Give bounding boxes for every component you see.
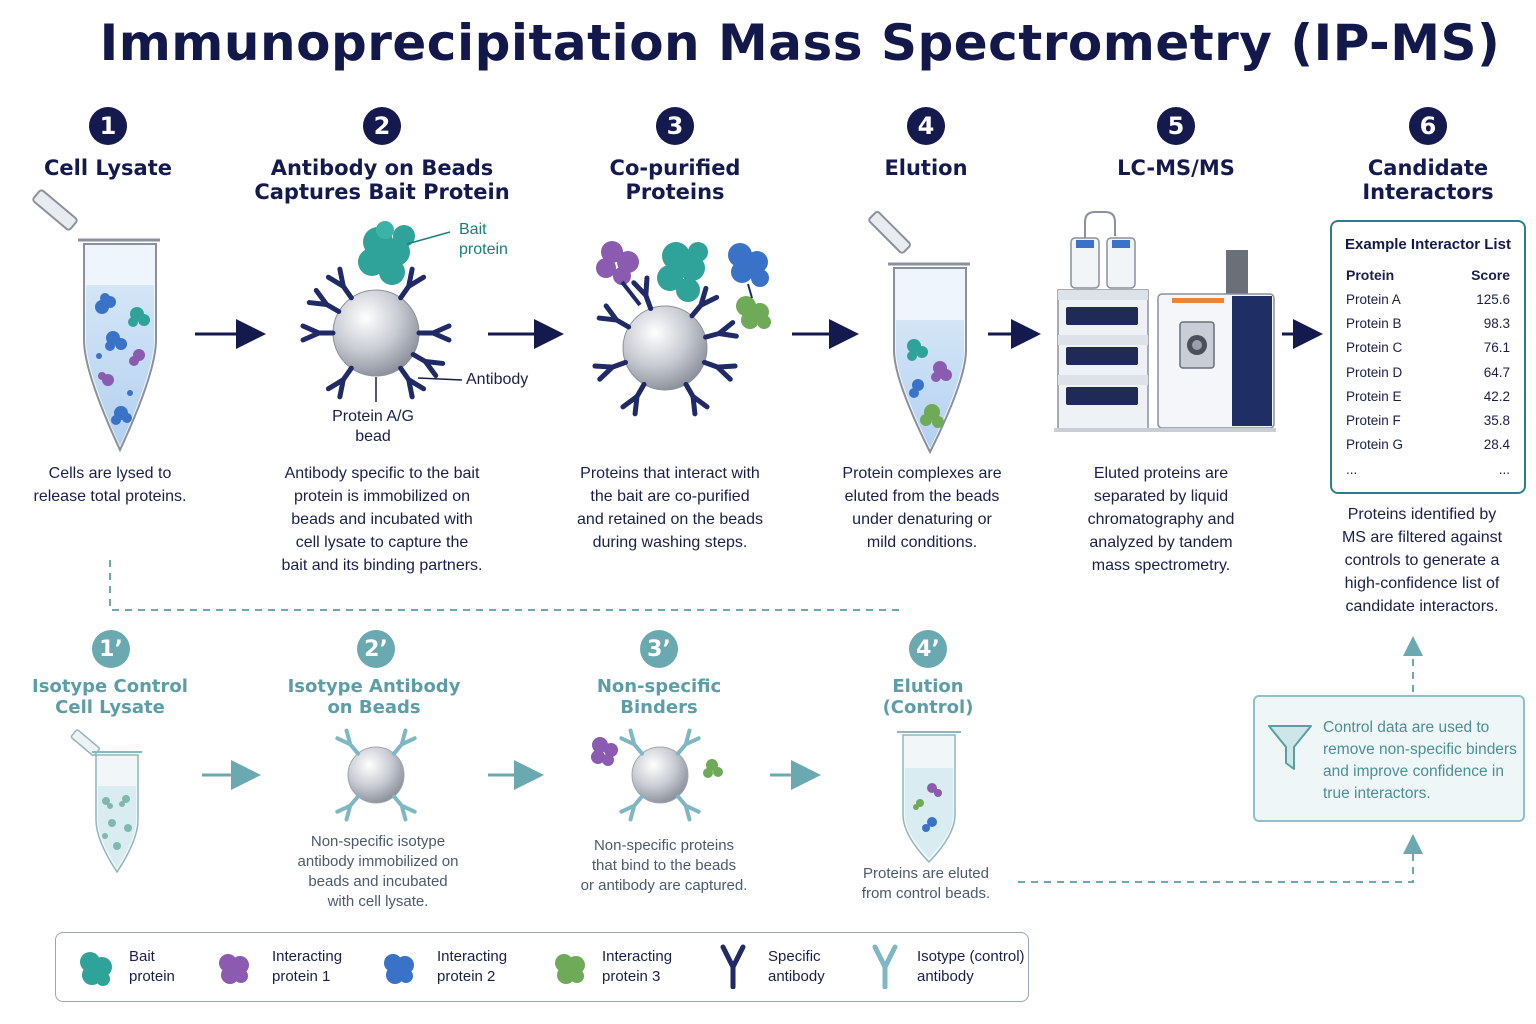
funnel-icon: [1268, 725, 1312, 770]
step-3-description: Proteins that interact with the bait are…: [577, 465, 763, 551]
step-4-description: Protein complexes are eluted from the be…: [842, 465, 1002, 551]
step-1-number: 1: [89, 107, 127, 145]
control-3-description: Non-specific proteins that bind to the b…: [580, 837, 748, 894]
bait-protein-label: Bait protein: [459, 221, 508, 258]
step-5-title: LC-MS/MS: [1117, 156, 1235, 180]
step-5-description: Eluted proteins are separated by liquid …: [1087, 465, 1235, 574]
step-6-title: Candidate Interactors: [1362, 156, 1494, 204]
step-3-number: 3: [656, 107, 694, 145]
control-4-number: 4’: [909, 630, 947, 668]
bead-label: Protein A/G bead: [332, 408, 414, 445]
isotype-bead: [335, 728, 417, 822]
step-4-number: 4: [907, 107, 945, 145]
control-note-text: Control data are used to remove non-spec…: [1323, 719, 1517, 802]
step-6-description: Proteins identified by MS are filtered a…: [1341, 506, 1503, 615]
lc-ms-instrument: [1054, 211, 1276, 432]
bait-protein-icon: [80, 952, 112, 986]
control-3-number: 3’: [640, 630, 678, 668]
control-2-number: 2’: [357, 630, 395, 668]
elution-tube: [868, 211, 970, 455]
step-1-description: Cells are lysed to release total protein…: [33, 465, 187, 505]
control-4-description: Proteins are eluted from control beads.: [861, 865, 991, 902]
interacting-protein-3: [736, 296, 771, 329]
control-2-title: Isotype Antibody on Beads: [287, 676, 461, 718]
control-1-number: 1’: [92, 630, 130, 668]
step-4-title: Elution: [884, 156, 968, 180]
page-title: Immunoprecipitation Mass Spectrometry (I…: [99, 14, 1501, 72]
legend-isotype-antibody: Isotype (control)antibody: [917, 948, 1025, 985]
control-2-description: Non-specific isotype antibody immobilize…: [297, 833, 459, 910]
table-row: ......: [1346, 461, 1510, 477]
score-column-header: Score: [1471, 267, 1510, 283]
bait-protein-cluster: [358, 221, 415, 285]
control-1-title: Isotype Control Cell Lysate: [32, 676, 188, 718]
bait-protein-cluster: [657, 242, 708, 302]
purple-protein-icon: [219, 954, 249, 984]
step-2-title: Antibody on Beads Captures Bait Protein: [254, 156, 510, 204]
bait-capture-bead: [303, 221, 463, 402]
protein-column-header: Protein: [1346, 267, 1395, 283]
step-6-number: 6: [1409, 107, 1447, 145]
control-3-title: Non-specific Binders: [596, 676, 722, 718]
control-note-box: Control data are used to remove non-spec…: [1253, 695, 1525, 822]
interactor-list-title: Example Interactor List: [1345, 236, 1511, 253]
step-1-title: Cell Lysate: [44, 156, 172, 180]
nonspecific-bead: [591, 728, 723, 822]
isotype-antibody-icon: [872, 944, 898, 989]
table-header: Protein Score: [1346, 263, 1512, 287]
control-lysate-tube: [70, 729, 142, 874]
step-3-title: Co-purified Proteins: [609, 156, 741, 204]
antibody-label: Antibody: [466, 371, 529, 388]
tube-proteins: [95, 293, 150, 425]
interacting-protein-2: [728, 243, 769, 287]
step-2-number: 2: [363, 107, 401, 145]
step-2-description: Antibody specific to the bait protein is…: [281, 465, 483, 574]
specific-antibody-icon: [720, 944, 746, 989]
interacting-protein-1: [596, 241, 639, 285]
copurified-bead: [595, 241, 771, 414]
dashed-connectors: [109, 560, 1423, 883]
control-4-title: Elution (Control): [882, 676, 974, 718]
control-elution-tube: [897, 731, 961, 864]
lysate-tube: [32, 189, 160, 453]
green-protein-icon: [555, 954, 585, 984]
blue-protein-icon: [384, 954, 414, 984]
interactor-list-panel: Example Interactor List Protein Score Pr…: [1330, 220, 1526, 494]
step-5-number: 5: [1157, 107, 1195, 145]
